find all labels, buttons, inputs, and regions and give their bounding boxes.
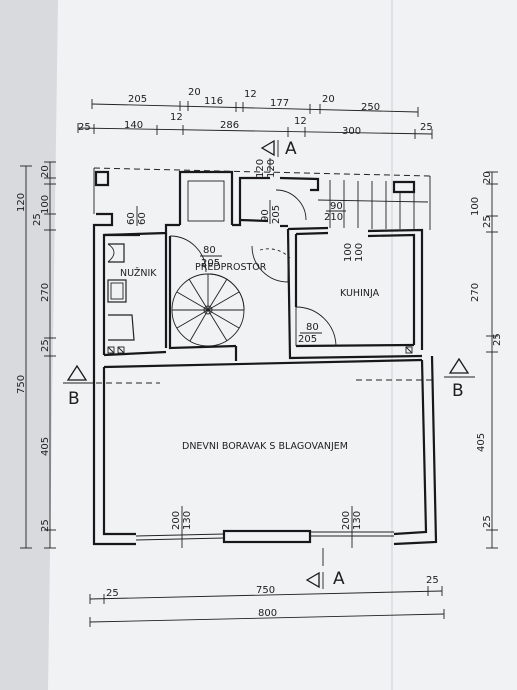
hall-door-height: 205 bbox=[271, 205, 282, 224]
section-marks: A A B B bbox=[63, 139, 475, 589]
section-a-bottom-arrow bbox=[305, 571, 320, 589]
section-b-right-label: B bbox=[452, 381, 464, 401]
dim-top2-5: 300 bbox=[342, 126, 361, 137]
dim-left-7: 25 bbox=[40, 519, 51, 532]
dim-top2-2: 12 bbox=[170, 112, 183, 123]
dim-left-0: 120 bbox=[16, 193, 27, 212]
left-dimensions: 750 120 20 25 100 270 25 405 25 bbox=[16, 161, 56, 549]
paper-sheet bbox=[48, 0, 517, 690]
dim-left-2: 25 bbox=[32, 213, 43, 226]
dim-top1-6: 250 bbox=[361, 102, 380, 113]
dim-top2-1: 140 bbox=[124, 120, 143, 131]
wc-window-height: 60 bbox=[137, 212, 148, 225]
dim-left-1: 20 bbox=[40, 165, 51, 178]
dim-top2-6: 25 bbox=[420, 122, 433, 133]
hall-window-height: 120 bbox=[266, 159, 277, 178]
dim-right-0: 20 bbox=[482, 171, 493, 184]
dim-top1-4: 177 bbox=[270, 98, 289, 109]
dim-top1-0: 205 bbox=[128, 94, 147, 105]
section-a-bottom-label: A bbox=[333, 569, 345, 589]
kitchen-door-height: 205 bbox=[298, 334, 317, 345]
spiral-stair-treads bbox=[172, 274, 244, 342]
toilet-fixtures bbox=[107, 243, 413, 354]
dim-left-3: 100 bbox=[40, 195, 51, 214]
room-labels: NUŽNIK PREDPROSTOR KUHINJA DNEVNI BORAVA… bbox=[120, 262, 380, 452]
section-b-right-arrow bbox=[448, 357, 470, 374]
front-window-right-height: 130 bbox=[352, 511, 363, 530]
front-window-left-height: 130 bbox=[182, 511, 193, 530]
dim-left-6: 405 bbox=[40, 437, 51, 456]
section-a-top-label: A bbox=[285, 139, 297, 159]
kitchen-door-width: 80 bbox=[306, 322, 319, 333]
toilet-door-height: 205 bbox=[201, 258, 220, 269]
stairs bbox=[171, 180, 429, 347]
opening-labels: 80 205 80 205 90 210 60 60 120 120 90 20… bbox=[126, 159, 365, 548]
stair-door-width: 90 bbox=[330, 201, 343, 212]
dim-right-2: 25 bbox=[482, 215, 493, 228]
section-b-left-label: B bbox=[68, 389, 80, 409]
dim-left-4: 270 bbox=[40, 283, 51, 302]
dim-top2-4: 12 bbox=[294, 116, 307, 127]
front-window-left-width: 200 bbox=[171, 511, 182, 530]
dim-right-3: 270 bbox=[470, 283, 481, 302]
door-swings bbox=[169, 189, 337, 347]
toilet-door-width: 80 bbox=[203, 245, 216, 256]
bottom-dimensions: 25 750 25 800 bbox=[89, 575, 445, 627]
stair-door-height: 210 bbox=[324, 212, 343, 223]
hall-window-width: 120 bbox=[255, 159, 266, 178]
dim-top1-5: 20 bbox=[322, 94, 335, 105]
kitchen-window-width: 100 bbox=[343, 243, 354, 262]
dim-top1-2: 116 bbox=[204, 96, 223, 107]
dim-bottom-right25: 25 bbox=[426, 575, 439, 586]
dim-top2-0: 25 bbox=[78, 122, 91, 133]
dim-bottom-left25: 25 bbox=[106, 588, 119, 599]
dim-left-total: 750 bbox=[16, 375, 27, 394]
right-dimensions: 20 100 25 270 25 405 25 bbox=[470, 171, 503, 549]
dim-top1-1: 20 bbox=[188, 87, 201, 98]
walls bbox=[92, 167, 438, 546]
dim-right-1: 100 bbox=[470, 197, 481, 216]
wc-window-width: 60 bbox=[126, 212, 137, 225]
top-dimensions: 205 20 116 12 177 20 250 25 140 12 286 1… bbox=[77, 87, 433, 139]
dim-left-5: 25 bbox=[40, 339, 51, 352]
front-window-right-width: 200 bbox=[341, 511, 352, 530]
room-label-toilet: NUŽNIK bbox=[120, 267, 157, 279]
section-a-top-arrow bbox=[260, 139, 275, 157]
room-label-living: DNEVNI BORAVAK S BLAGOVANJEM bbox=[182, 441, 348, 452]
section-b-left-arrow bbox=[66, 364, 88, 381]
dim-right-5: 405 bbox=[476, 433, 487, 452]
room-label-kitchen: KUHINJA bbox=[340, 288, 380, 299]
hall-door-width: 90 bbox=[260, 209, 271, 222]
room-label-hall: PREDPROSTOR bbox=[195, 262, 267, 273]
dim-top1-3: 12 bbox=[244, 89, 257, 100]
kitchen-window-height: 100 bbox=[354, 243, 365, 262]
dim-right-4: 25 bbox=[492, 333, 503, 346]
dim-bottom-800: 800 bbox=[258, 608, 277, 619]
dim-top2-3: 286 bbox=[220, 120, 239, 131]
dim-right-6: 25 bbox=[482, 515, 493, 528]
dim-bottom-750: 750 bbox=[256, 585, 275, 596]
